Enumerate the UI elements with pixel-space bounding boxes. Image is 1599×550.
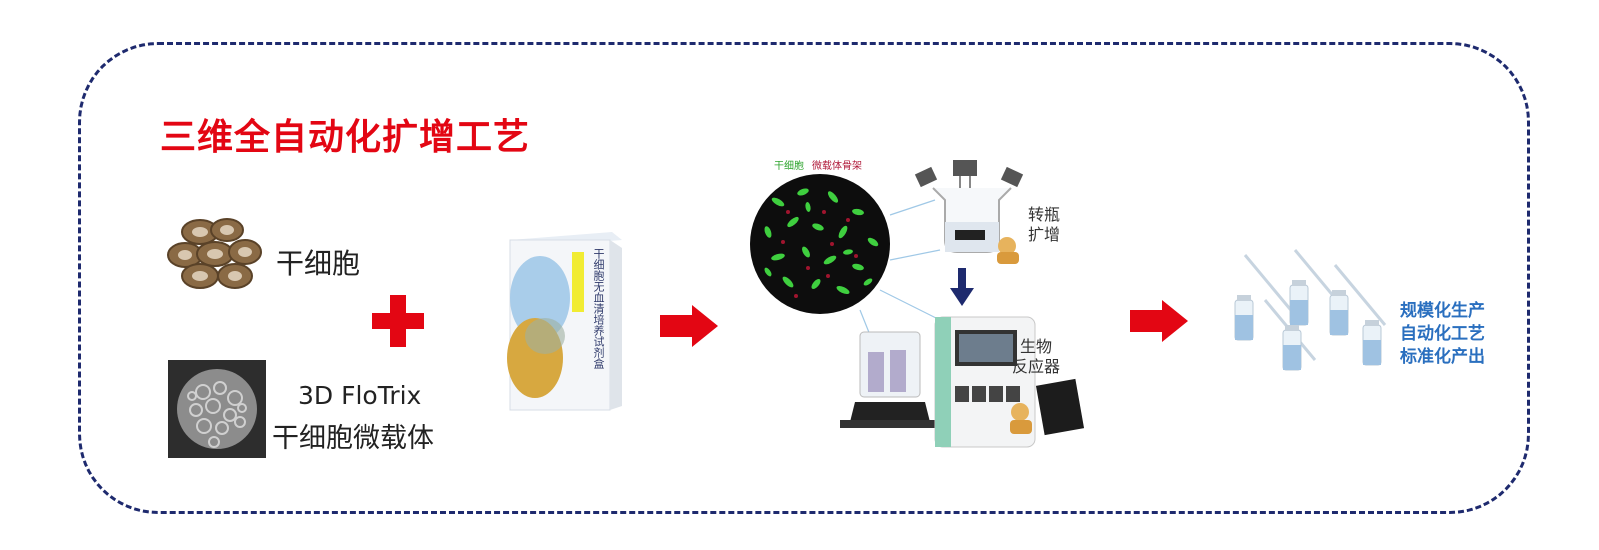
plus-icon [372, 295, 424, 347]
microcarrier-label-line1: 3D FloTrix [298, 381, 422, 410]
legend-green-label: 干细胞 [774, 161, 804, 172]
dashed-frame [78, 42, 1530, 514]
kit-box-side-text: 干细胞无血清培养试剂盒 [592, 248, 605, 369]
spinner-label-line2: 扩增 [1028, 225, 1061, 244]
stem-cell-label: 干细胞 [276, 247, 361, 280]
arrow-down-icon [950, 268, 974, 306]
microcarrier-sem-image [168, 360, 266, 458]
bioreactor-image [840, 316, 1085, 448]
arrow-right-icon [660, 305, 718, 347]
bioreactor-label-line1: 生物 [1020, 337, 1053, 356]
diagram-title: 三维全自动化扩增工艺 [160, 117, 531, 158]
bioreactor-label-line2: 反应器 [1012, 357, 1061, 376]
stem-cells-image [167, 218, 262, 289]
spinner-label-line1: 转瓶 [1028, 205, 1061, 224]
arrow-right-icon [1130, 300, 1188, 342]
reagent-kit-box [507, 232, 622, 411]
outcome-line-2: 自动化工艺 [1400, 324, 1485, 344]
spinner-flask-image [914, 160, 1024, 264]
vials-syringes-image [1234, 249, 1387, 371]
outcome-line-1: 规模化生产 [1400, 301, 1485, 321]
microscopy-image [750, 174, 890, 314]
microcarrier-label-line2: 干细胞微载体 [272, 423, 434, 454]
legend-red-label: 微载体骨架 [812, 161, 862, 172]
outcome-line-3: 标准化产出 [1400, 347, 1485, 367]
